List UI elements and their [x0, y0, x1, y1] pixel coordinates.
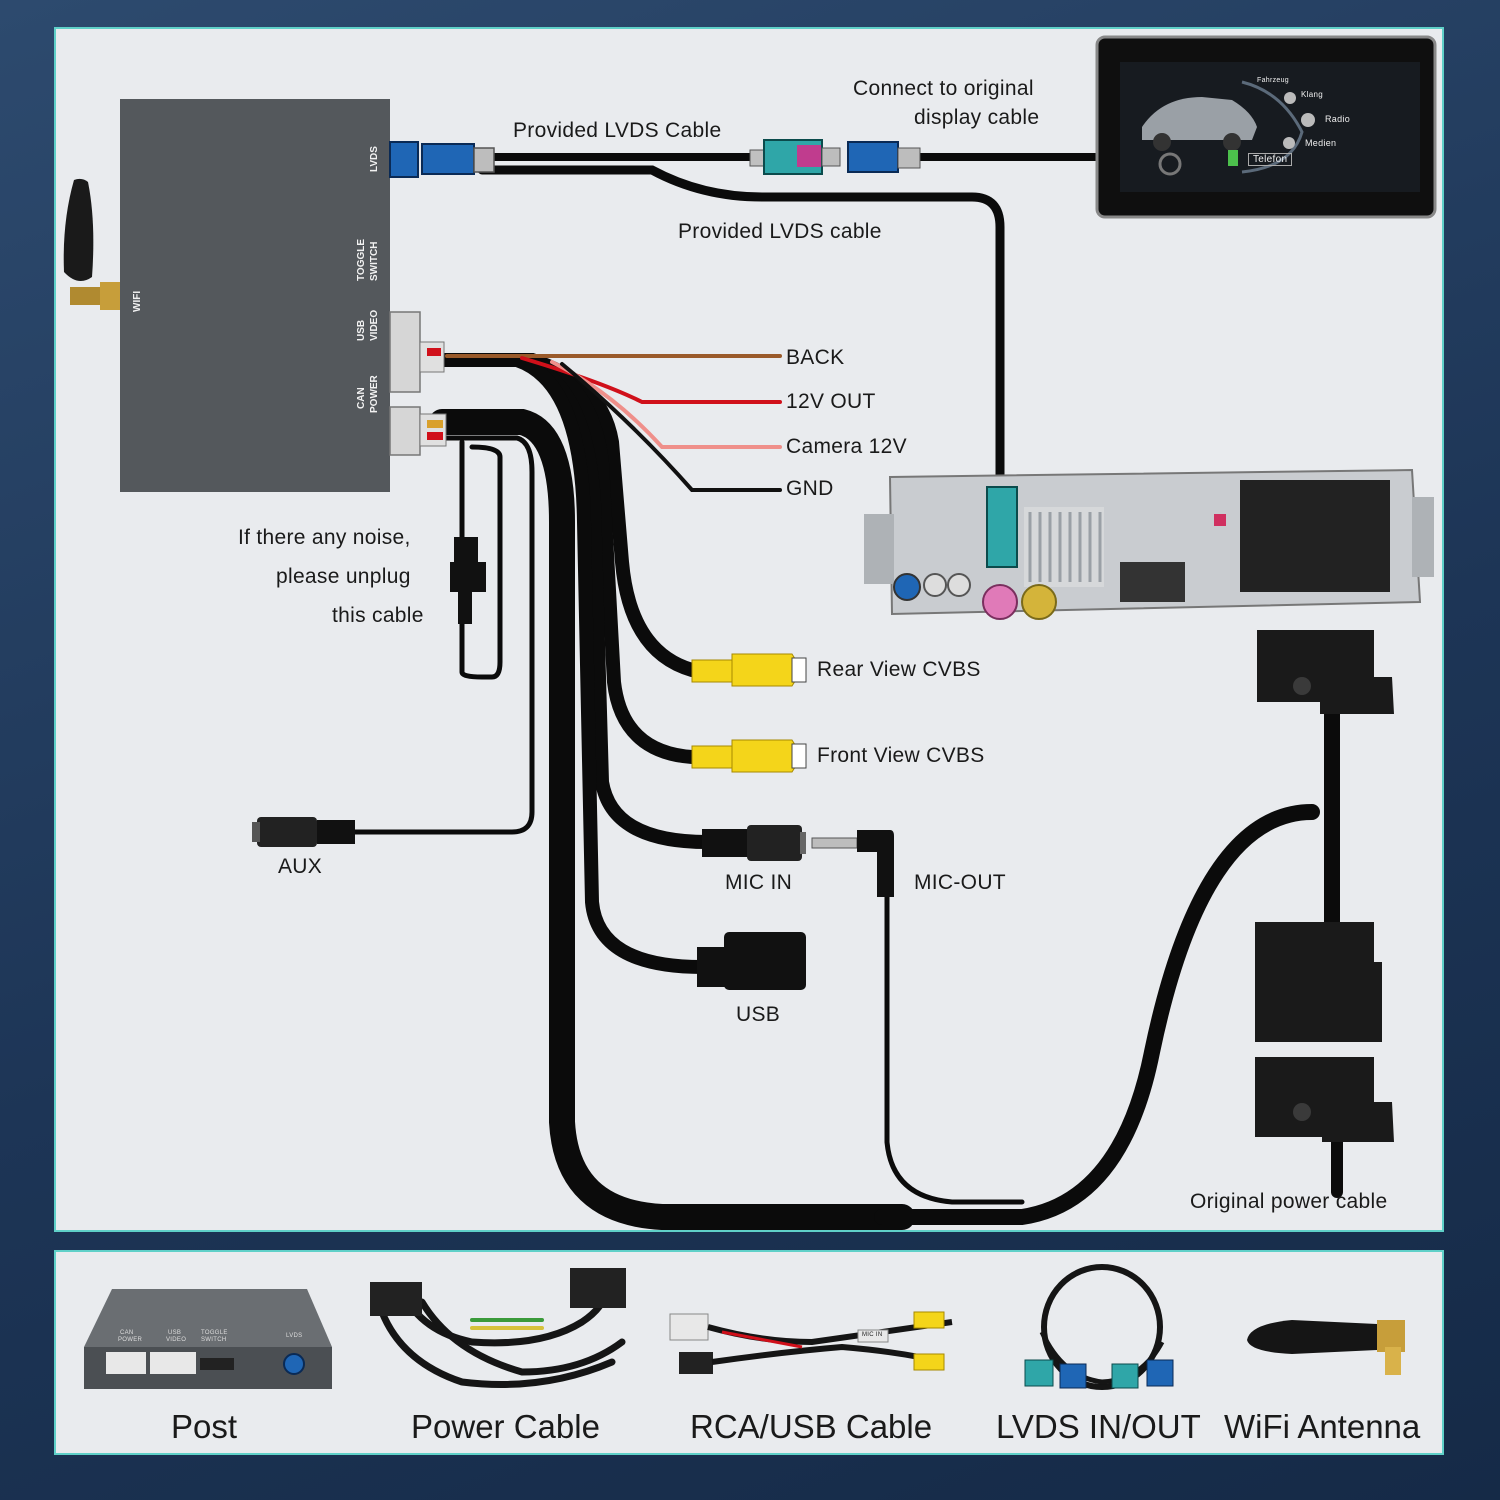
- label-connect-original-1: Connect to original: [853, 77, 1034, 100]
- front-view-rca-plug-icon: [691, 739, 807, 773]
- front-view-cable: [435, 353, 699, 764]
- label-rear-view-cvbs: Rear View CVBS: [817, 658, 981, 681]
- mic-in-jack-icon: [702, 825, 806, 861]
- power-harness-cable: [429, 409, 915, 1230]
- port-label-wifi: WIFI: [132, 290, 143, 312]
- screen-menu-medien: Medien: [1305, 138, 1337, 148]
- label-provided-lvds-cable-top: Provided LVDS Cable: [513, 119, 722, 142]
- label-front-view-cvbs: Front View CVBS: [817, 744, 985, 767]
- noise-loop-cable: [459, 439, 503, 680]
- interface-module: [120, 99, 390, 492]
- usb-video-port-icon: [389, 311, 445, 393]
- product-rca-usb-cable-image: [669, 1311, 953, 1374]
- port-label-can: CAN: [356, 387, 367, 409]
- screen-menu-fahrzeug: Fahrzeug: [1257, 77, 1289, 84]
- original-display-plug-icon: [847, 141, 899, 173]
- label-aux: AUX: [278, 855, 323, 878]
- aux-cable: [351, 435, 535, 835]
- post-label-switch: SWITCH: [201, 1337, 227, 1343]
- screen-menu-radio: Radio: [1325, 114, 1351, 124]
- post-label-video: VIDEO: [166, 1337, 187, 1343]
- label-mic-in: MIC IN: [725, 871, 793, 894]
- label-provided-lvds-cable-bottom: Provided LVDS cable: [678, 220, 882, 243]
- wiring-diagram-svg: [63, 35, 1437, 1230]
- lvds-plug-icon: [421, 143, 475, 175]
- product-label-wifi-antenna: WiFi Antenna: [1224, 1408, 1421, 1445]
- label-gnd: GND: [786, 477, 834, 500]
- product-power-cable-image: [370, 1268, 626, 1388]
- mic-out-plug-icon: [811, 830, 894, 897]
- gnd-wire: [560, 362, 782, 492]
- original-power-cable-a: [874, 804, 1320, 1225]
- post-label-toggle: TOGGLE: [201, 1330, 228, 1336]
- label-noise-3: this cable: [332, 604, 424, 627]
- package-contents-panel: CAN POWER USB VIDEO TOGGLE SWITCH LVDS M…: [54, 1250, 1444, 1455]
- rear-view-rca-plug-icon: [691, 653, 807, 687]
- can-power-port-icon: [389, 406, 447, 456]
- label-back: BACK: [786, 346, 845, 369]
- label-mic-out: MIC-OUT: [914, 871, 1006, 894]
- mic-out-cable: [884, 859, 1025, 1205]
- wifi-antenna-icon: [63, 178, 120, 310]
- noise-filter-plug-icon: [450, 537, 486, 624]
- label-12v-out: 12V OUT: [786, 390, 876, 413]
- post-label-usb: USB: [168, 1330, 182, 1336]
- port-label-power: POWER: [369, 375, 380, 413]
- post-label-can: CAN: [120, 1330, 134, 1336]
- out-12v-wire: [520, 356, 782, 404]
- product-lvds-in-out-image: [1024, 1264, 1174, 1390]
- label-noise-2: please unplug: [276, 565, 411, 588]
- headunit-lvds-port-icon: [986, 486, 1018, 568]
- label-camera-12v: Camera 12V: [786, 435, 907, 458]
- port-label-switch: SWITCH: [369, 241, 380, 281]
- product-label-lvds-in-out: LVDS IN/OUT: [996, 1408, 1201, 1445]
- product-label-rca-usb-cable: RCA/USB Cable: [690, 1408, 933, 1445]
- original-display-screen: [1095, 35, 1437, 219]
- aux-jack-icon: [252, 817, 355, 847]
- product-label-post: Post: [171, 1408, 238, 1445]
- screen-menu-telefon: Telefon: [1248, 153, 1293, 166]
- label-noise-1: If there any noise,: [238, 526, 411, 549]
- lvds-port-icon: [389, 141, 419, 178]
- product-wifi-antenna-image: [1247, 1320, 1405, 1375]
- wiring-diagram-panel: LVDS TOGGLE SWITCH USB VIDEO CAN POWER W…: [54, 27, 1444, 1232]
- label-original-power-cable: Original power cable: [1190, 1190, 1388, 1213]
- product-post-image: [84, 1289, 332, 1389]
- label-usb: USB: [736, 1003, 781, 1026]
- port-label-toggle: TOGGLE: [356, 238, 367, 281]
- lvds-cable-to-headunit: [477, 165, 1005, 487]
- post-label-lvds: LVDS: [286, 1333, 303, 1339]
- product-label-power-cable: Power Cable: [411, 1408, 600, 1445]
- original-power-connectors-icon: [1255, 630, 1394, 1142]
- post-label-power: POWER: [118, 1337, 143, 1343]
- package-contents-svg: [84, 1264, 1405, 1390]
- port-label-lvds: LVDS: [369, 146, 380, 172]
- rca-cable-tag-mic-in: MIC IN: [862, 1332, 883, 1338]
- head-unit-back-panel: [864, 468, 1434, 620]
- screen-menu-klang: Klang: [1301, 90, 1323, 99]
- usb-port-icon: [697, 932, 806, 990]
- usb-cable: [435, 353, 709, 974]
- label-connect-original-2: display cable: [914, 106, 1040, 129]
- port-label-video: VIDEO: [369, 309, 380, 341]
- port-label-usb: USB: [356, 319, 367, 341]
